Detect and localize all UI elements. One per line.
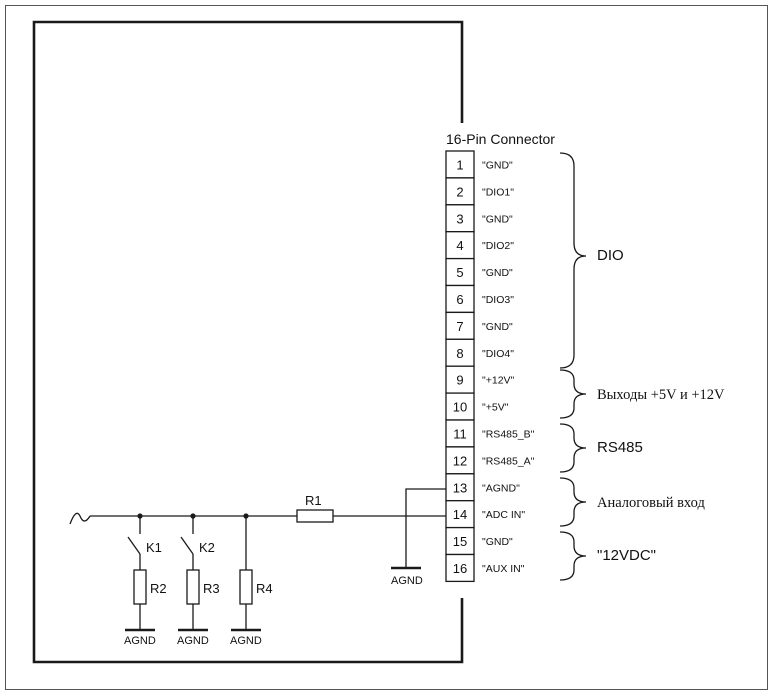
pin-box bbox=[445, 553, 475, 583]
pin-number: 13 bbox=[453, 480, 467, 495]
pin-number: 7 bbox=[456, 319, 463, 334]
connector-pin-1: 1 "GND" bbox=[445, 150, 513, 179]
pin-box bbox=[445, 392, 475, 421]
pin-signal-label: "GND" bbox=[482, 213, 513, 225]
pin-signal-label: "AGND" bbox=[482, 482, 520, 494]
connector-pin-4: 4 "DIO2" bbox=[445, 231, 514, 260]
connector-pin-12: 12 "RS485_A" bbox=[445, 446, 535, 475]
branch-k1-r2 bbox=[125, 516, 155, 632]
pin-box bbox=[445, 446, 475, 475]
pin-signal-label: "+5V" bbox=[482, 402, 509, 414]
wire-pin13-agnd bbox=[405, 488, 446, 568]
pin-signal-label: "GND" bbox=[482, 267, 513, 279]
pin-signal-label: "DIO4" bbox=[482, 348, 514, 360]
pin-signal-label: "RS485_B" bbox=[482, 428, 535, 440]
connector-pin-6: 6 "DIO3" bbox=[445, 284, 514, 314]
group-label-12vdc: "12VDC" bbox=[597, 547, 656, 564]
pin-signal-label: "DIO1" bbox=[482, 186, 514, 198]
pin-signal-label: "+12V" bbox=[482, 375, 515, 387]
pin-number: 8 bbox=[456, 346, 463, 361]
connector-pin-3: 3 "GND" bbox=[445, 204, 513, 233]
pin-number: 4 bbox=[456, 238, 463, 253]
brace-dio bbox=[559, 152, 587, 369]
pin-number: 12 bbox=[453, 453, 467, 468]
pin-number: 6 bbox=[456, 292, 463, 307]
resistor-r3-label: R3 bbox=[203, 581, 220, 596]
agnd-label-1: AGND bbox=[124, 635, 156, 647]
outer-frame bbox=[5, 5, 768, 690]
pin-number: 2 bbox=[456, 184, 463, 199]
connector-pin-15: 15 "GND" bbox=[445, 526, 513, 556]
pin-signal-label: "GND" bbox=[482, 321, 513, 333]
pin-signal-label: "GND" bbox=[482, 536, 513, 548]
resistor-r1-label: R1 bbox=[305, 493, 322, 508]
group-label-rs485: RS485 bbox=[597, 439, 643, 456]
connector-pin-14: 14 "ADC IN" bbox=[445, 500, 525, 529]
pin-number: 15 bbox=[453, 534, 467, 549]
connector-pin-7: 7 "GND" bbox=[445, 311, 513, 340]
brace-analog bbox=[559, 477, 587, 527]
resistor-r1 bbox=[296, 509, 334, 523]
brace-rs485 bbox=[559, 423, 587, 473]
pin-number: 11 bbox=[453, 426, 467, 441]
pin-number: 14 bbox=[453, 507, 467, 522]
pin-box bbox=[445, 231, 475, 260]
connector-pin-8: 8 "DIO4" bbox=[445, 338, 514, 367]
pin-number: 5 bbox=[456, 265, 463, 280]
agnd-label-2: AGND bbox=[177, 635, 209, 647]
connector-pin-11: 11 "RS485_B" bbox=[445, 419, 535, 448]
device-enclosure bbox=[32, 20, 464, 664]
connector-pin-13: 13 "AGND" bbox=[445, 473, 520, 502]
connector-pin-16: 16 "AUX IN" bbox=[445, 553, 525, 583]
connector-pin-9: 9 "+12V" bbox=[445, 365, 515, 394]
pin-box bbox=[445, 338, 475, 367]
resistor-r2-label: R2 bbox=[150, 581, 167, 596]
group-label-power-outputs: Выходы +5V и +12V bbox=[597, 387, 725, 403]
pin-number: 3 bbox=[456, 211, 463, 226]
pin-number: 10 bbox=[453, 400, 467, 415]
brace-power bbox=[559, 369, 587, 419]
pin-number: 9 bbox=[456, 373, 463, 388]
pin-signal-label: "AUX IN" bbox=[482, 563, 525, 575]
pin-box bbox=[445, 419, 475, 448]
pin-signal-label: "DIO2" bbox=[482, 240, 514, 252]
group-label-analog-input: Аналоговый вход bbox=[597, 495, 705, 511]
connector-pin-10: 10 "+5V" bbox=[445, 392, 509, 421]
group-label-dio: DIO bbox=[597, 247, 624, 264]
pin-box bbox=[445, 284, 475, 314]
switch-k1-label: K1 bbox=[146, 540, 162, 555]
agnd-label-3: AGND bbox=[230, 635, 262, 647]
pin-number: 16 bbox=[453, 561, 467, 576]
resistor-r4-label: R4 bbox=[256, 581, 273, 596]
branch-k2-r3 bbox=[178, 516, 208, 632]
branch-r4 bbox=[231, 516, 261, 632]
input-tilde bbox=[69, 512, 91, 525]
pin-signal-label: "ADC IN" bbox=[482, 509, 525, 521]
pin-signal-label: "DIO3" bbox=[482, 294, 514, 306]
brace-12vdc bbox=[559, 531, 587, 581]
pin-signal-label: "RS485_A" bbox=[482, 455, 535, 467]
agnd-label-main: AGND bbox=[391, 575, 423, 587]
connector-pins: 1 "GND" 2 "DIO1" 3 "GND" 4 "DIO2" 5 "GND" 6 "DIO3" 7… bbox=[445, 150, 535, 583]
connector-title: 16-Pin Connector bbox=[446, 131, 555, 147]
connector-pin-5: 5 "GND" bbox=[445, 257, 513, 287]
pin-signal-label: "GND" bbox=[482, 159, 513, 171]
pin-number: 1 bbox=[456, 157, 463, 172]
switch-k2-label: K2 bbox=[199, 540, 215, 555]
connector-pin-2: 2 "DIO1" bbox=[445, 177, 514, 206]
